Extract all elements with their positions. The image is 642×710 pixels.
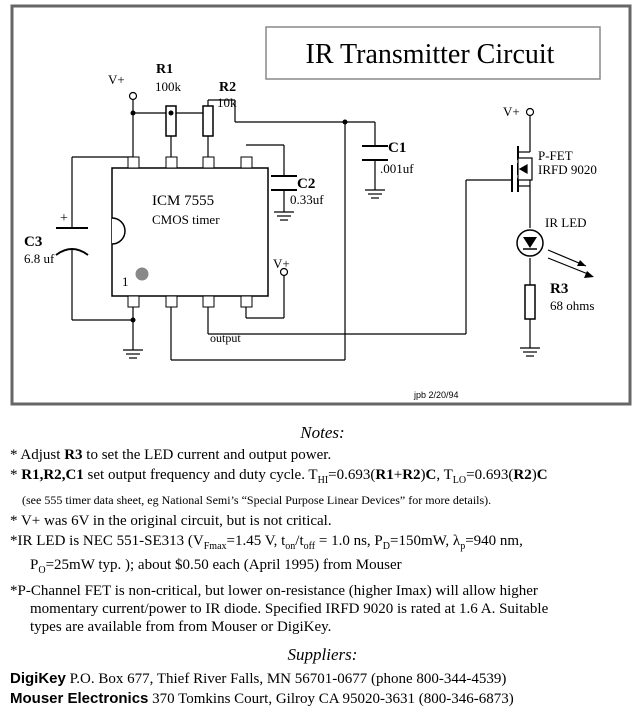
c1-value: .001uf	[380, 161, 414, 176]
vplus-label-left: V+	[108, 72, 125, 87]
r2-label: R2	[219, 80, 236, 95]
note-r3: * Adjust R3 to set the LED current and o…	[10, 447, 332, 463]
note-ir-led: *IR LED is NEC 551-SE313 (VFmax=1.45 V, …	[10, 533, 523, 576]
supplier-mouser: Mouser Electronics 370 Tomkins Court, Gi…	[10, 690, 514, 707]
ground-ic	[123, 349, 143, 359]
c3-label: C3	[24, 234, 42, 250]
r3-label: R3	[550, 281, 568, 297]
ic-description: CMOS timer	[152, 212, 220, 227]
diagram-title: IR Transmitter Circuit	[306, 39, 555, 70]
r3-value: 68 ohms	[550, 298, 594, 313]
ic-7555	[111, 156, 269, 308]
r2-resistor	[202, 105, 214, 137]
c3-plate-bottom	[55, 248, 89, 256]
schematic-diagram: IR Transmitter Circuit	[10, 4, 632, 406]
schematic-frame	[10, 4, 632, 406]
c1-label: C1	[388, 140, 406, 156]
vplus-terminal-ic	[279, 267, 289, 277]
pin1-dot	[135, 267, 149, 281]
ground-c2	[274, 211, 294, 221]
vplus-terminal-left	[128, 91, 138, 101]
title-box	[265, 26, 601, 80]
notes-title: Notes:	[300, 423, 345, 442]
vplus-label-ic: V+	[273, 256, 290, 271]
ground-c1	[365, 189, 385, 199]
note-datasheet: (see 555 timer data sheet, eg National S…	[22, 493, 492, 507]
vplus-label-right: V+	[503, 104, 520, 119]
r2-value: 10k	[217, 95, 237, 110]
supplier-digikey: DigiKey P.O. Box 677, Thief River Falls,…	[10, 670, 507, 687]
c3-value: 6.8 uf	[24, 251, 55, 266]
c3-plus-sign: +	[60, 211, 68, 226]
ic-name: ICM 7555	[152, 193, 214, 209]
note-vplus: * V+ was 6V in the original circuit, but…	[10, 513, 332, 529]
r3-resistor	[524, 284, 536, 320]
signature: jpb 2/20/94	[413, 390, 459, 400]
c2-value: 0.33uf	[290, 192, 324, 207]
pfet-part: IRFD 9020	[538, 162, 597, 177]
r1-label: R1	[156, 62, 173, 77]
note-frequency: * R1,R2,C1 set output frequency and duty…	[10, 467, 548, 486]
note-pfet: *P-Channel FET is non-critical, but lowe…	[10, 583, 549, 635]
vplus-terminal-right	[525, 107, 535, 117]
ir-led-label: IR LED	[545, 215, 587, 230]
pin1-label: 1	[122, 274, 129, 289]
suppliers-title: Suppliers:	[287, 645, 358, 664]
r1-value: 100k	[155, 79, 182, 94]
ground-r3	[520, 347, 540, 357]
c2-label: C2	[297, 176, 315, 192]
ir-led-symbol	[516, 229, 594, 278]
notes-section: Notes: * Adjust R3 to set the LED curren…	[10, 424, 635, 710]
output-label: output	[210, 331, 241, 345]
r1-resistor	[165, 105, 177, 137]
pfet-label: P-FET	[538, 148, 573, 163]
